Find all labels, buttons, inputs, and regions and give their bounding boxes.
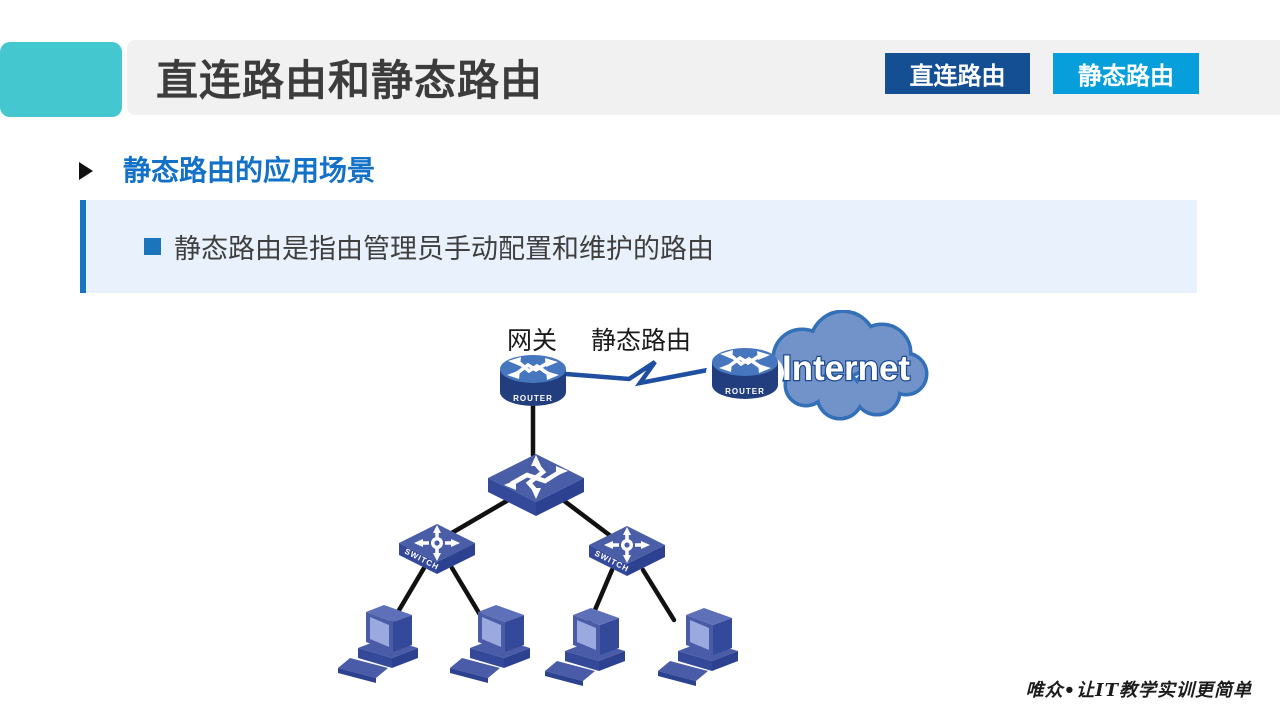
tab-static-route[interactable]: 静态路由 [1053,53,1199,94]
content-text: 静态路由是指由管理员手动配置和维护的路由 [174,234,714,264]
content-box: 静态路由是指由管理员手动配置和维护的路由 [80,200,1197,293]
pc-4 [658,608,738,686]
triangle-bullet-icon [79,161,93,180]
router-label: ROUTER [725,387,765,396]
square-bullet-icon [144,238,161,255]
gateway-label: 网关 [507,327,557,355]
access-switch-right: SWITCH [587,524,667,578]
gateway-router: ROUTER [498,353,568,408]
tab-direct-route[interactable]: 直连路由 [885,53,1030,94]
network-diagram: Internet ROUTER ROUTER SWITCH SWITCH 网关 … [338,310,929,686]
internet-router: ROUTER [706,346,784,401]
pc-3 [545,608,625,686]
pc-2 [450,605,530,683]
access-switch-left: SWITCH [397,522,477,576]
internet-label: Internet [782,349,910,388]
section-heading: 静态路由的应用场景 [123,155,376,186]
page-title: 直连路由和静态路由 [156,57,544,104]
brand-watermark: 唯众•让IT教学实训更简单 [1025,680,1252,701]
internet-cloud: Internet [771,310,929,421]
static-route-link [563,360,716,387]
accent-block [0,42,122,117]
pc-1 [338,605,418,683]
section-heading-row: 静态路由的应用场景 [79,149,375,189]
router-label: ROUTER [513,394,553,403]
static-route-label: 静态路由 [591,327,691,355]
